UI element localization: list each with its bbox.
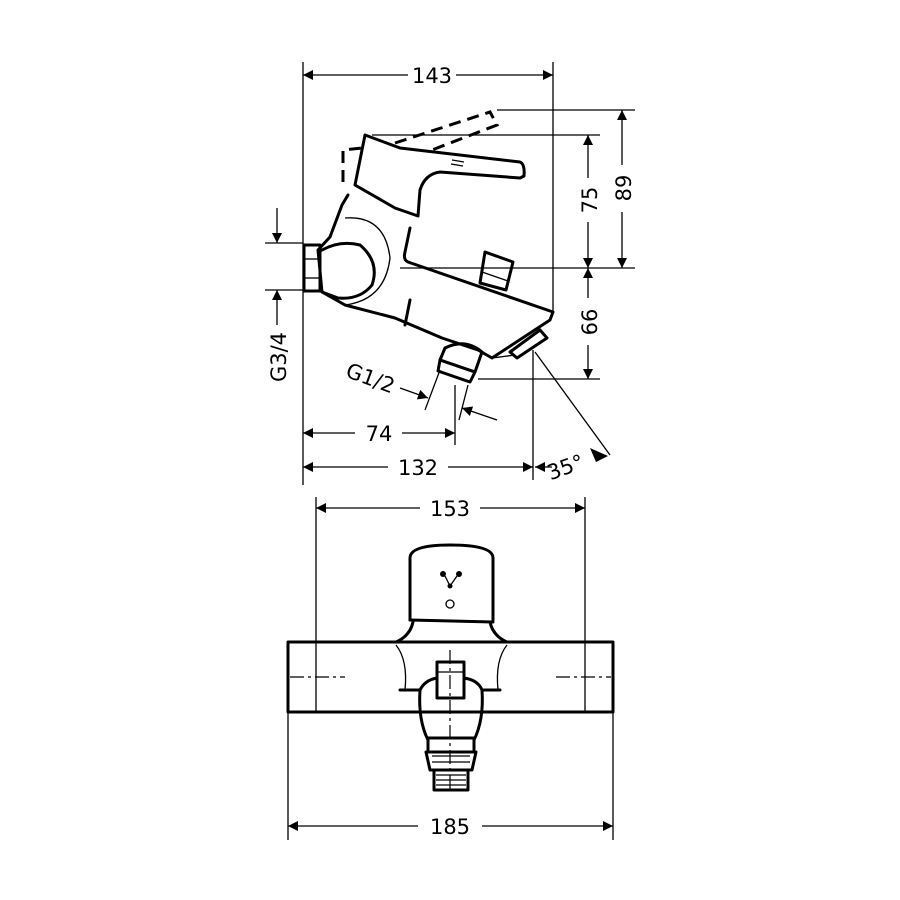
dim-74: 74 xyxy=(366,422,393,446)
dim-132: 132 xyxy=(398,456,438,480)
dim-66: 66 xyxy=(578,309,602,336)
dim-143: 143 xyxy=(412,64,452,88)
front-view: 153 185 xyxy=(286,497,615,840)
dim-35-degrees: 35° xyxy=(544,450,587,485)
dim-75: 75 xyxy=(578,187,602,214)
angle-arrowhead xyxy=(590,448,608,462)
dim-89: 89 xyxy=(612,175,636,202)
faucet-front-outline xyxy=(286,543,615,792)
dim-g1-2: G1/2 xyxy=(343,359,398,399)
dim-185: 185 xyxy=(430,815,470,839)
dim-153: 153 xyxy=(430,497,470,521)
faucet-side-outline xyxy=(302,110,555,384)
angle-line xyxy=(534,351,611,456)
dim-g3-4: G3/4 xyxy=(267,332,291,382)
extension-line xyxy=(424,369,441,411)
side-view: 143 75 89 66 G3/4 G1/2 74 132 35° xyxy=(265,62,636,485)
extension-line xyxy=(458,384,469,421)
